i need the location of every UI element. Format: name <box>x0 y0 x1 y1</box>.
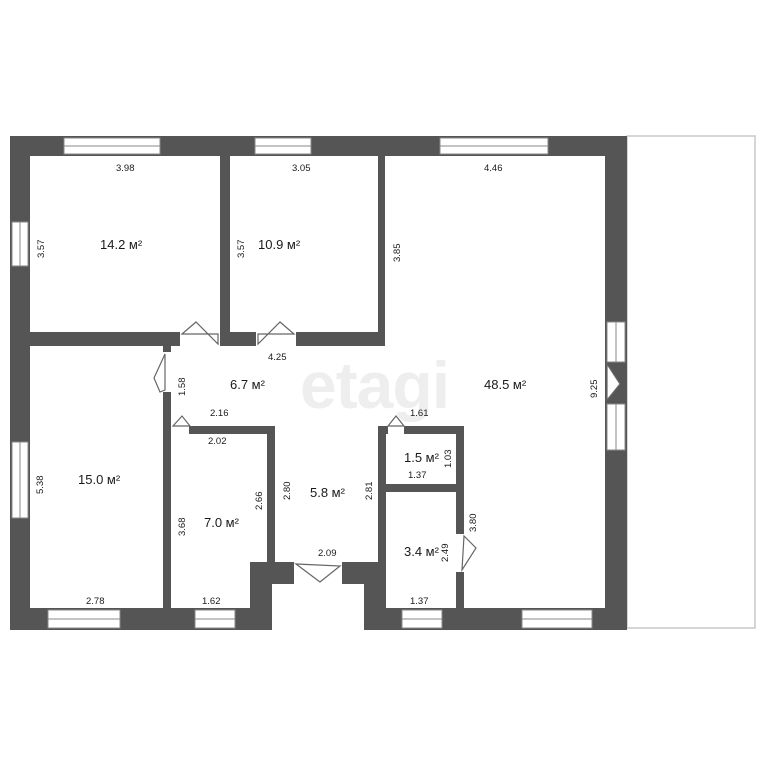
dim-label: 1.37 <box>408 470 427 481</box>
dim-label: 2.49 <box>440 544 451 563</box>
dim-label: 3.80 <box>468 514 479 533</box>
watermark-logo: etagi <box>300 348 449 422</box>
dim-label: 2.78 <box>86 596 105 607</box>
windows <box>11 137 626 629</box>
dim-label: 2.66 <box>254 492 265 511</box>
area-label-bedroom-top-middle: 10.9 м² <box>258 237 301 252</box>
dim-label: 3.57 <box>36 240 47 259</box>
doors <box>153 321 621 584</box>
dim-label: 2.02 <box>208 436 227 447</box>
dim-label: 2.09 <box>318 548 337 559</box>
dim-label: 4.46 <box>484 163 503 174</box>
dim-label: 4.25 <box>268 352 287 363</box>
room-areas: 14.2 м² 10.9 м² 48.5 м² 6.7 м² 15.0 м² 7… <box>78 237 527 559</box>
dim-label: 1.62 <box>202 596 221 607</box>
dim-label: 9.25 <box>589 380 600 399</box>
area-label-bathroom: 3.4 м² <box>404 544 440 559</box>
terrace-outline <box>626 135 756 629</box>
area-label-living-room: 48.5 м² <box>484 377 527 392</box>
dim-label: 1.03 <box>443 450 454 469</box>
dim-label: 3.68 <box>177 518 188 537</box>
dim-label: 3.85 <box>392 244 403 263</box>
dim-label: 3.57 <box>236 240 247 259</box>
dim-label: 5.38 <box>35 476 46 495</box>
dim-label: 3.05 <box>292 163 311 174</box>
area-label-room-small: 7.0 м² <box>204 515 240 530</box>
area-label-hall: 5.8 м² <box>310 485 346 500</box>
dimension-labels: 3.98 3.57 3.05 3.57 4.46 3.85 4.25 1.58 … <box>35 163 600 607</box>
area-label-bedroom-bottom-left: 15.0 м² <box>78 472 121 487</box>
dim-label: 1.58 <box>177 378 188 397</box>
dim-label: 2.80 <box>282 482 293 501</box>
area-label-bedroom-top-left: 14.2 м² <box>100 237 143 252</box>
dim-label: 1.37 <box>410 596 429 607</box>
area-label-corridor: 6.7 м² <box>230 377 266 392</box>
dim-label: 3.98 <box>116 163 135 174</box>
dim-label: 2.81 <box>364 482 375 501</box>
area-label-toilet: 1.5 м² <box>404 450 440 465</box>
dim-label: 2.16 <box>210 408 229 419</box>
dim-label: 1.61 <box>410 408 429 419</box>
